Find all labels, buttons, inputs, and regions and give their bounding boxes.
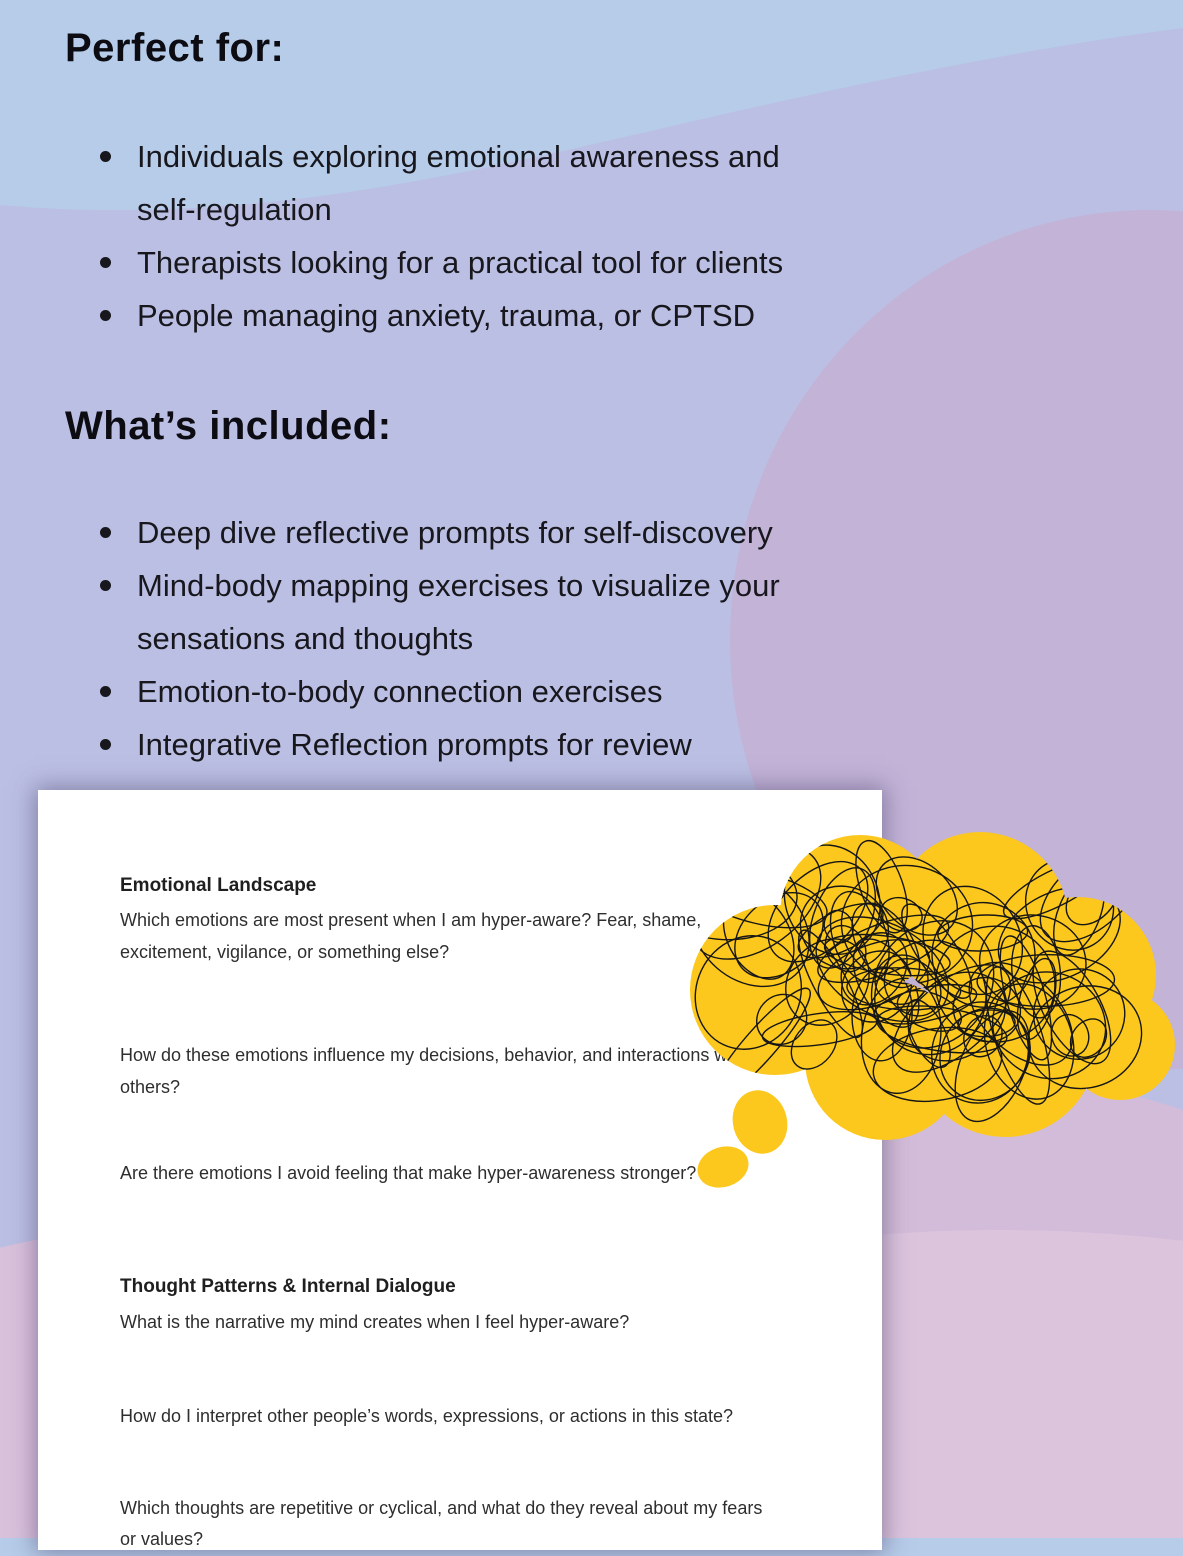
- worksheet-prompt: How do these emotions influence my decis…: [120, 1045, 747, 1097]
- worksheet-content: Emotional Landscape Which emotions are m…: [38, 790, 882, 1556]
- worksheet-page: Emotional Landscape Which emotions are m…: [38, 790, 882, 1550]
- list-item: Emotion-to-body connection exercises: [100, 665, 1135, 718]
- worksheet-prompt: How do I interpret other people’s words,…: [120, 1406, 733, 1426]
- list-item: Deep dive reflective prompts for self-di…: [100, 506, 1135, 559]
- worksheet-prompt: What is the narrative my mind creates wh…: [120, 1311, 630, 1332]
- list-item: People managing anxiety, trauma, or CPTS…: [100, 289, 1135, 342]
- list-item: Individuals exploring emotional awarenes…: [100, 130, 1135, 236]
- worksheet-section-heading: Thought Patterns & Internal Dialogue: [120, 1275, 456, 1297]
- list-item: Integrative Reflection prompts for revie…: [100, 718, 1135, 771]
- worksheet-section-heading: Emotional Landscape: [120, 875, 317, 896]
- intro-copy: Perfect for: Individuals exploring emoti…: [65, 22, 1135, 771]
- list-item: Therapists looking for a practical tool …: [100, 236, 1135, 289]
- list-item: Mind-body mapping exercises to visualize…: [100, 559, 1135, 665]
- worksheet-prompt: Which thoughts are repetitive or cyclica…: [120, 1497, 763, 1550]
- whats-included-list: Deep dive reflective prompts for self-di…: [65, 506, 1135, 771]
- whats-included-heading: What’s included:: [65, 404, 392, 448]
- worksheet-prompt: Which emotions are most present when I a…: [120, 910, 702, 962]
- worksheet-prompt: Are there emotions I avoid feeling that …: [120, 1163, 697, 1183]
- perfect-for-heading: Perfect for:: [65, 26, 285, 70]
- perfect-for-list: Individuals exploring emotional awarenes…: [65, 130, 1135, 342]
